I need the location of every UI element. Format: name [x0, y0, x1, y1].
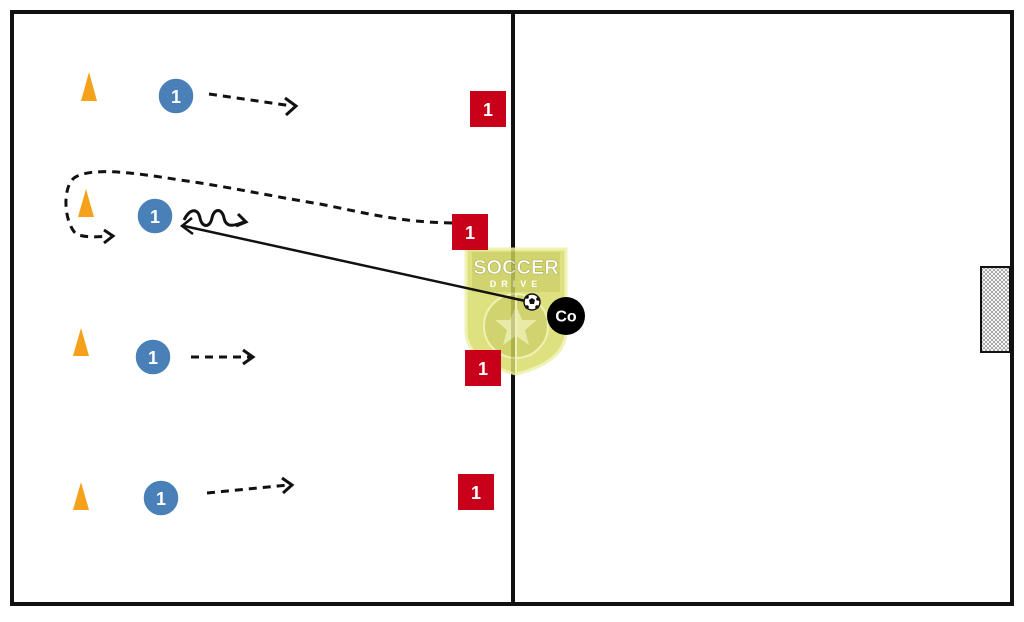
- arrowhead: [284, 96, 299, 117]
- cone-icon: [73, 482, 89, 510]
- arrowhead: [103, 228, 116, 245]
- red-player: 1: [470, 91, 506, 127]
- blue-player: 1: [136, 197, 174, 235]
- arrowhead: [179, 217, 194, 236]
- red-player-label: 1: [465, 223, 475, 243]
- coach-marker: Co: [547, 297, 585, 335]
- blue-player-label: 1: [148, 348, 158, 368]
- coach-label: Co: [555, 309, 577, 326]
- goal-net-icon: [980, 266, 1011, 353]
- arrowhead: [242, 348, 256, 366]
- dribble-path: [182, 209, 245, 227]
- logo-text-line1: SOCCER: [473, 257, 559, 279]
- blue-player: 1: [142, 479, 180, 517]
- overlap-run-path: [64, 170, 453, 239]
- arrowhead: [281, 476, 295, 495]
- cone-icon: [78, 189, 94, 217]
- soccer-ball-icon: [523, 293, 541, 311]
- red-player: 1: [465, 350, 501, 386]
- pass-line: [183, 224, 531, 304]
- logo-text-line2: DRIVE: [490, 279, 543, 289]
- red-player: 1: [458, 474, 494, 510]
- blue-player-label: 1: [150, 207, 160, 227]
- blue-player-label: 1: [171, 87, 181, 107]
- red-player-label: 1: [471, 483, 481, 503]
- blue-player-label: 1: [156, 489, 166, 509]
- red-player-label: 1: [483, 100, 493, 120]
- red-player: 1: [452, 214, 488, 250]
- red-player-label: 1: [478, 359, 488, 379]
- arrowhead: [235, 212, 249, 228]
- blue-player: 1: [134, 338, 172, 376]
- blue-player: 1: [157, 77, 195, 115]
- cone-icon: [81, 72, 97, 101]
- soccer-drive-shield-logo: SOCCER DRIVE: [464, 247, 568, 376]
- cone-icon: [73, 328, 89, 356]
